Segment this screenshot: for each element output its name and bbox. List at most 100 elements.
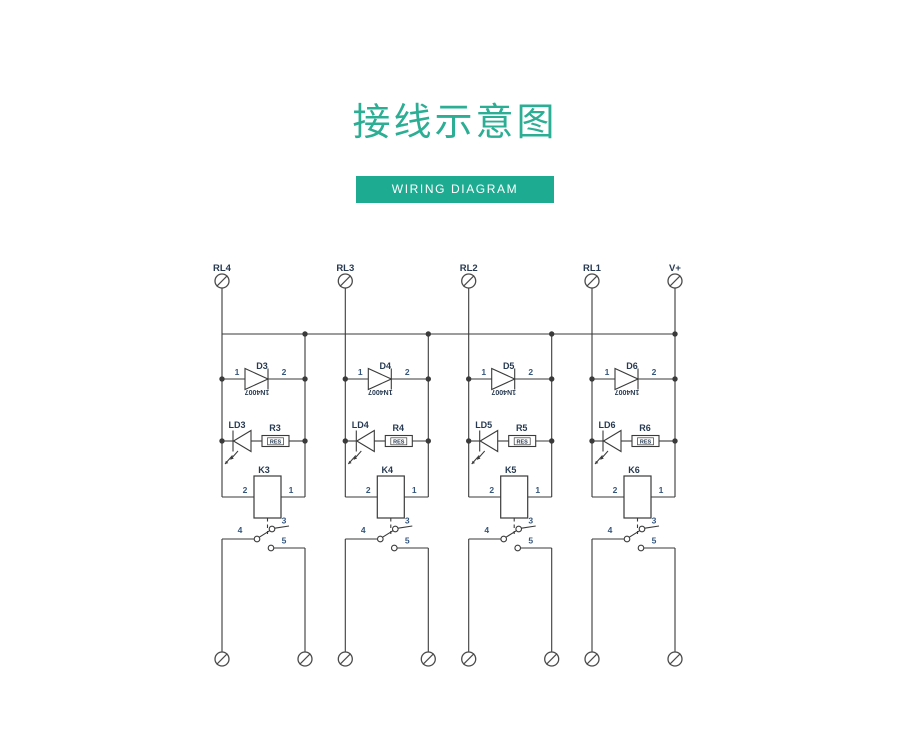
top-terminal-RL4: RL4 (213, 263, 232, 289)
relay-pin-1: 1 (412, 485, 417, 495)
diode-part-number: 1N4007 (368, 388, 393, 395)
switch-pin-4: 4 (361, 525, 366, 535)
contact-no-stub (398, 525, 413, 529)
led-triangle (232, 429, 252, 453)
led-triangle (479, 429, 499, 453)
terminal-label-V+: V+ (669, 263, 681, 274)
led-label: LD4 (352, 420, 369, 430)
led-LD5: LD5 (468, 420, 509, 465)
bottom-screw-terminal (214, 651, 230, 667)
switch-pin-5: 5 (652, 536, 657, 546)
bottom-screw-terminal-slash (669, 653, 681, 665)
resistor-label: R4 (393, 423, 405, 433)
contact-com-circle (623, 535, 631, 543)
resistor-R3: RES R3 (261, 423, 305, 448)
contact-nc-circle (514, 544, 522, 552)
contact-nc-circle (390, 544, 398, 552)
relay-switch-K5: 345 (468, 516, 552, 552)
screw-terminal-icon-slash (586, 275, 598, 287)
switch-armature (382, 530, 394, 538)
diode-D4: D4 1 2 1N4007 (345, 361, 429, 395)
diode-label: D3 (256, 361, 268, 371)
diode-label: D4 (380, 361, 392, 371)
junction-dot-bus (425, 331, 431, 337)
subtitle-banner: WIRING DIAGRAM (355, 175, 555, 203)
contact-no-circle (268, 525, 276, 533)
junction-dot-bus (302, 331, 308, 337)
led-label: LD6 (598, 420, 615, 430)
resistor-R4: RES R4 (384, 423, 429, 448)
header: 接线示意图 WIRING DIAGRAM (0, 100, 910, 203)
led-triangle (602, 429, 622, 453)
diode-pin-2: 2 (405, 367, 410, 377)
switch-pin-4: 4 (608, 525, 613, 535)
diode-pin-1: 1 (235, 367, 240, 377)
resistor-label: R3 (269, 423, 281, 433)
resistor-part-label: RES (393, 439, 405, 445)
relay-pin-1: 1 (535, 485, 540, 495)
terminal-label-RL1: RL1 (583, 263, 602, 274)
relay-switch-K6: 345 (592, 516, 675, 552)
diode-triangle (367, 367, 393, 391)
screw-terminal-icon (461, 273, 477, 289)
screw-terminal-icon (667, 273, 683, 289)
bottom-screw-terminal-slash (462, 653, 475, 665)
relay-pin-2: 2 (489, 485, 494, 495)
resistor-label: R5 (516, 423, 528, 433)
relay-switch-K4: 345 (345, 516, 429, 552)
contact-com-circle (376, 535, 384, 543)
relay-coil-body (500, 475, 529, 519)
bottom-screw-terminal (667, 651, 683, 667)
bottom-screw-terminal-slash (545, 653, 558, 665)
bottom-screw-terminal (544, 651, 560, 667)
switch-pin-3: 3 (405, 516, 410, 526)
screw-terminal-icon-slash (339, 275, 352, 287)
led-emission-arrow-head (471, 460, 475, 464)
led-emission-arrow-head (225, 460, 229, 464)
switch-armature (505, 530, 517, 538)
contact-com-circle (253, 535, 261, 543)
led-label: LD3 (228, 420, 245, 430)
diode-pin-1: 1 (358, 367, 363, 377)
bottom-screw-terminal-slash (339, 653, 352, 665)
led-emission-arrow-head (595, 460, 599, 464)
relay-pin-2: 2 (366, 485, 371, 495)
contact-no-circle (515, 525, 523, 533)
resistor-inner-box (390, 437, 408, 446)
relay-pin-1: 1 (659, 485, 664, 495)
junction-dot-bus (672, 331, 678, 337)
led-triangle (355, 429, 375, 453)
bottom-screw-terminal-slash (422, 653, 435, 665)
relay-label: K3 (258, 465, 270, 475)
screw-terminal-icon-slash (216, 275, 228, 287)
switch-pin-3: 3 (282, 516, 287, 526)
terminal-label-RL2: RL2 (460, 263, 478, 274)
resistor-inner-box (513, 437, 531, 446)
top-terminal-V+: V+ (667, 263, 683, 289)
resistor-part-label: RES (270, 439, 282, 445)
contact-no-circle (638, 525, 646, 533)
relay-label: K6 (628, 465, 640, 475)
resistor-R5: RES R5 (508, 423, 552, 448)
relay-label: K5 (505, 465, 517, 475)
resistor-part-label: RES (517, 439, 529, 445)
bottom-screw-terminal (337, 651, 353, 667)
bottom-screw-terminal (584, 651, 600, 667)
screw-terminal-icon-slash (462, 275, 475, 287)
led-LD3: LD3 (222, 420, 262, 465)
bottom-screw-terminal (420, 651, 436, 667)
screw-terminal-icon (214, 273, 230, 289)
led-LD6: LD6 (592, 420, 632, 465)
diode-pin-2: 2 (282, 367, 287, 377)
led-LD4: LD4 (345, 420, 386, 465)
switch-pin-4: 4 (238, 525, 243, 535)
diode-part-number: 1N4007 (491, 388, 516, 395)
relay-pin-1: 1 (289, 485, 294, 495)
